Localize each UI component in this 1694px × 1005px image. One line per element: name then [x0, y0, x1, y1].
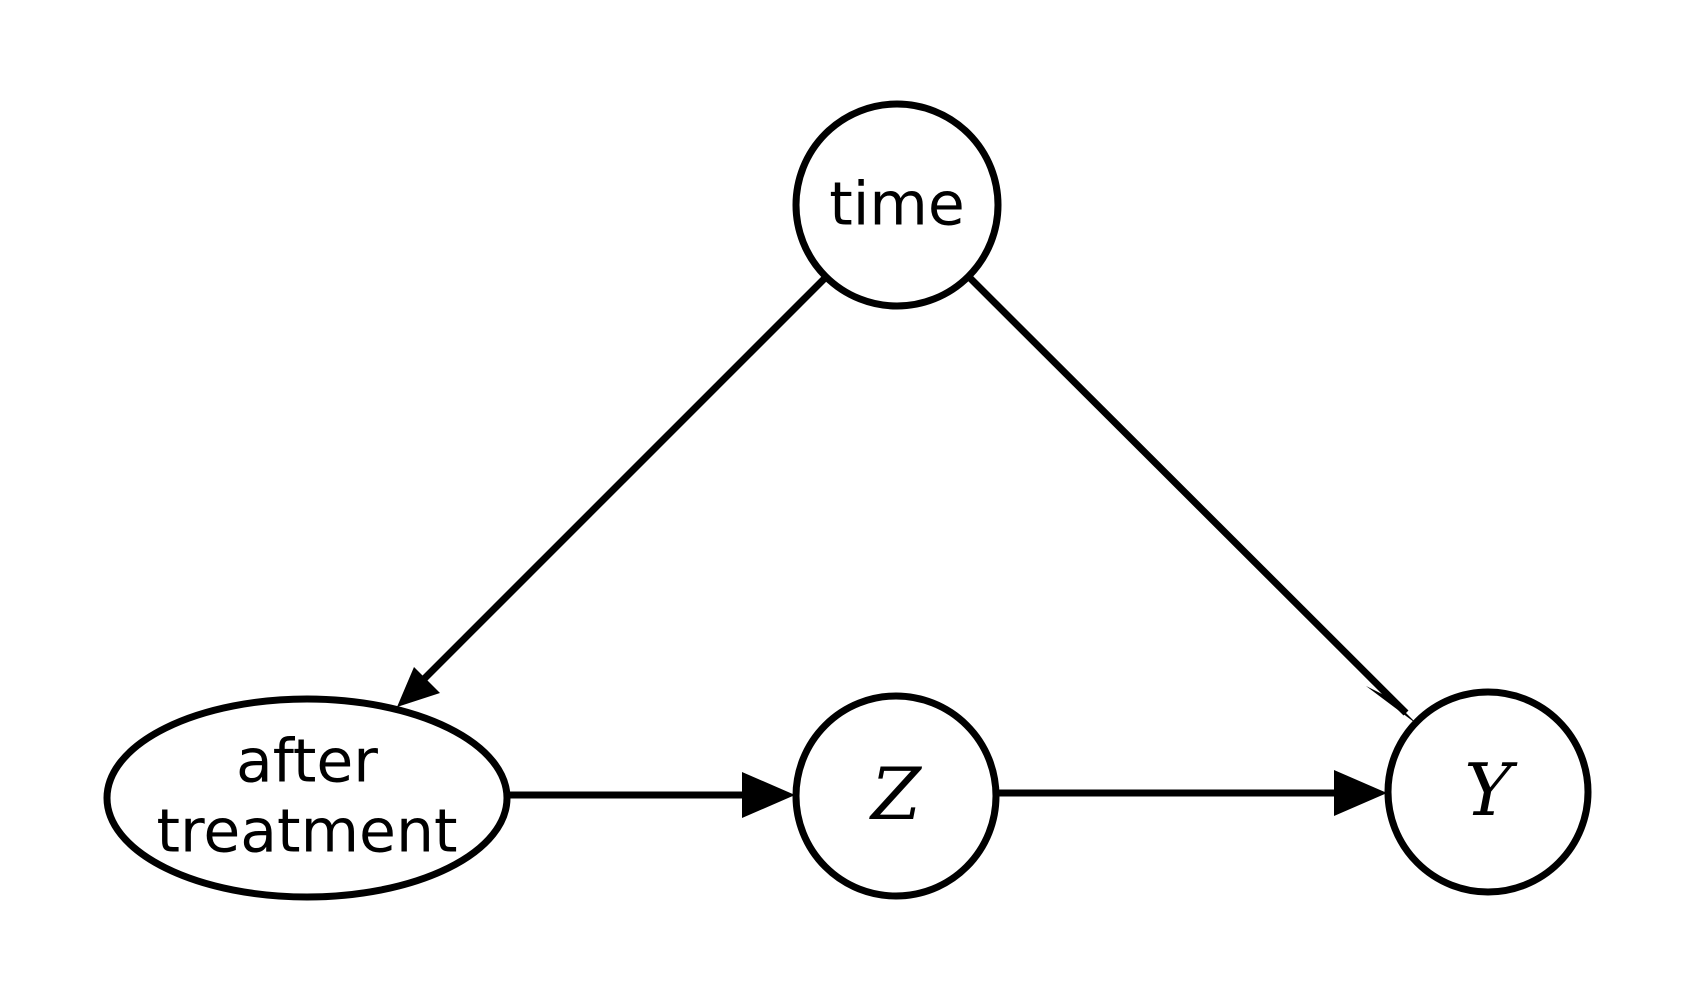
node-time[interactable]: time	[792, 100, 1002, 310]
arrowhead-icon	[742, 772, 795, 818]
node-z[interactable]: Z	[792, 692, 1000, 900]
node-time-circle[interactable]	[792, 100, 1002, 310]
node-y-label: Y	[1464, 748, 1518, 832]
edge-line	[406, 274, 829, 697]
edge-time-to-y	[965, 273, 1418, 725]
node-y[interactable]: Y	[1384, 688, 1592, 896]
node-after-treatment[interactable]: after treatment	[103, 695, 511, 901]
node-after-treatment-label-line2: treatment	[157, 797, 458, 867]
arrowhead-icon	[1366, 686, 1418, 725]
edge-after-treatment-to-z	[505, 772, 795, 818]
edge-z-to-y	[994, 770, 1387, 816]
node-z-label: Z	[869, 752, 923, 836]
edge-line	[965, 273, 1409, 716]
node-after-treatment-ellipse[interactable]	[103, 695, 511, 901]
arrowhead-icon	[1334, 770, 1387, 816]
arrowhead-icon	[397, 667, 440, 707]
node-time-label: time	[829, 170, 965, 240]
node-y-circle[interactable]	[1384, 688, 1592, 896]
node-after-treatment-label-line1: after	[236, 727, 378, 797]
edge-time-to-after-treatment	[397, 274, 829, 707]
node-z-circle[interactable]	[792, 692, 1000, 900]
